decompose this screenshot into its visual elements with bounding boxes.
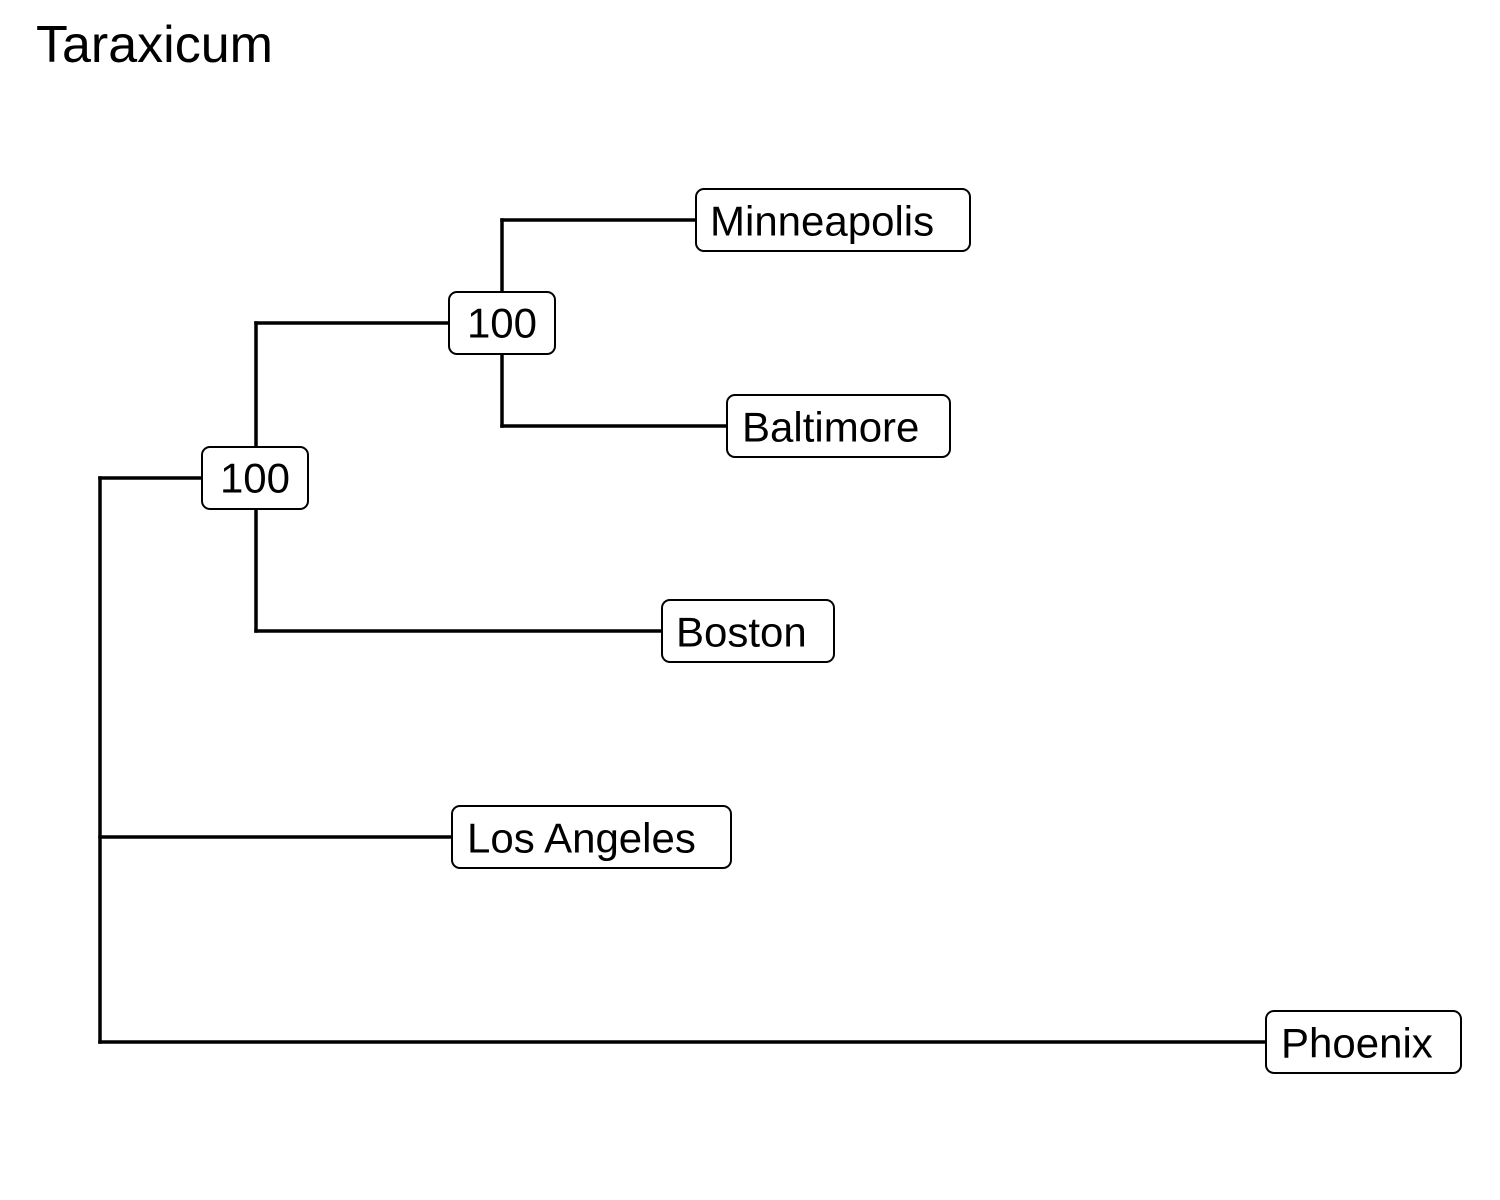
tip-label-box bbox=[695, 188, 971, 252]
support-label-box bbox=[448, 291, 556, 355]
support-value: 100 bbox=[220, 455, 290, 502]
tip-label-phoenix: Phoenix bbox=[1265, 1010, 1462, 1074]
plot-title: Taraxicum bbox=[36, 16, 273, 74]
support-value: 100 bbox=[467, 300, 537, 347]
tip-label-los-angeles: Los Angeles bbox=[451, 805, 732, 869]
tip-label-box bbox=[661, 599, 835, 663]
tip-label-minneapolis: Minneapolis bbox=[695, 188, 971, 252]
tip-label-box bbox=[451, 805, 732, 869]
tip-label-baltimore: Baltimore bbox=[726, 394, 951, 458]
support-label-box bbox=[201, 446, 309, 510]
tip-label-boston: Boston bbox=[661, 599, 835, 663]
support-label-clade-b: 100 bbox=[448, 291, 556, 355]
tip-name: Boston bbox=[676, 609, 807, 656]
tip-name: Baltimore bbox=[742, 404, 919, 451]
tip-name: Los Angeles bbox=[467, 815, 696, 862]
tip-name: Phoenix bbox=[1281, 1020, 1433, 1067]
support-label-clade-a: 100 bbox=[201, 446, 309, 510]
tip-label-box bbox=[726, 394, 951, 458]
tip-label-box bbox=[1265, 1010, 1462, 1074]
tip-name: Minneapolis bbox=[710, 198, 934, 245]
